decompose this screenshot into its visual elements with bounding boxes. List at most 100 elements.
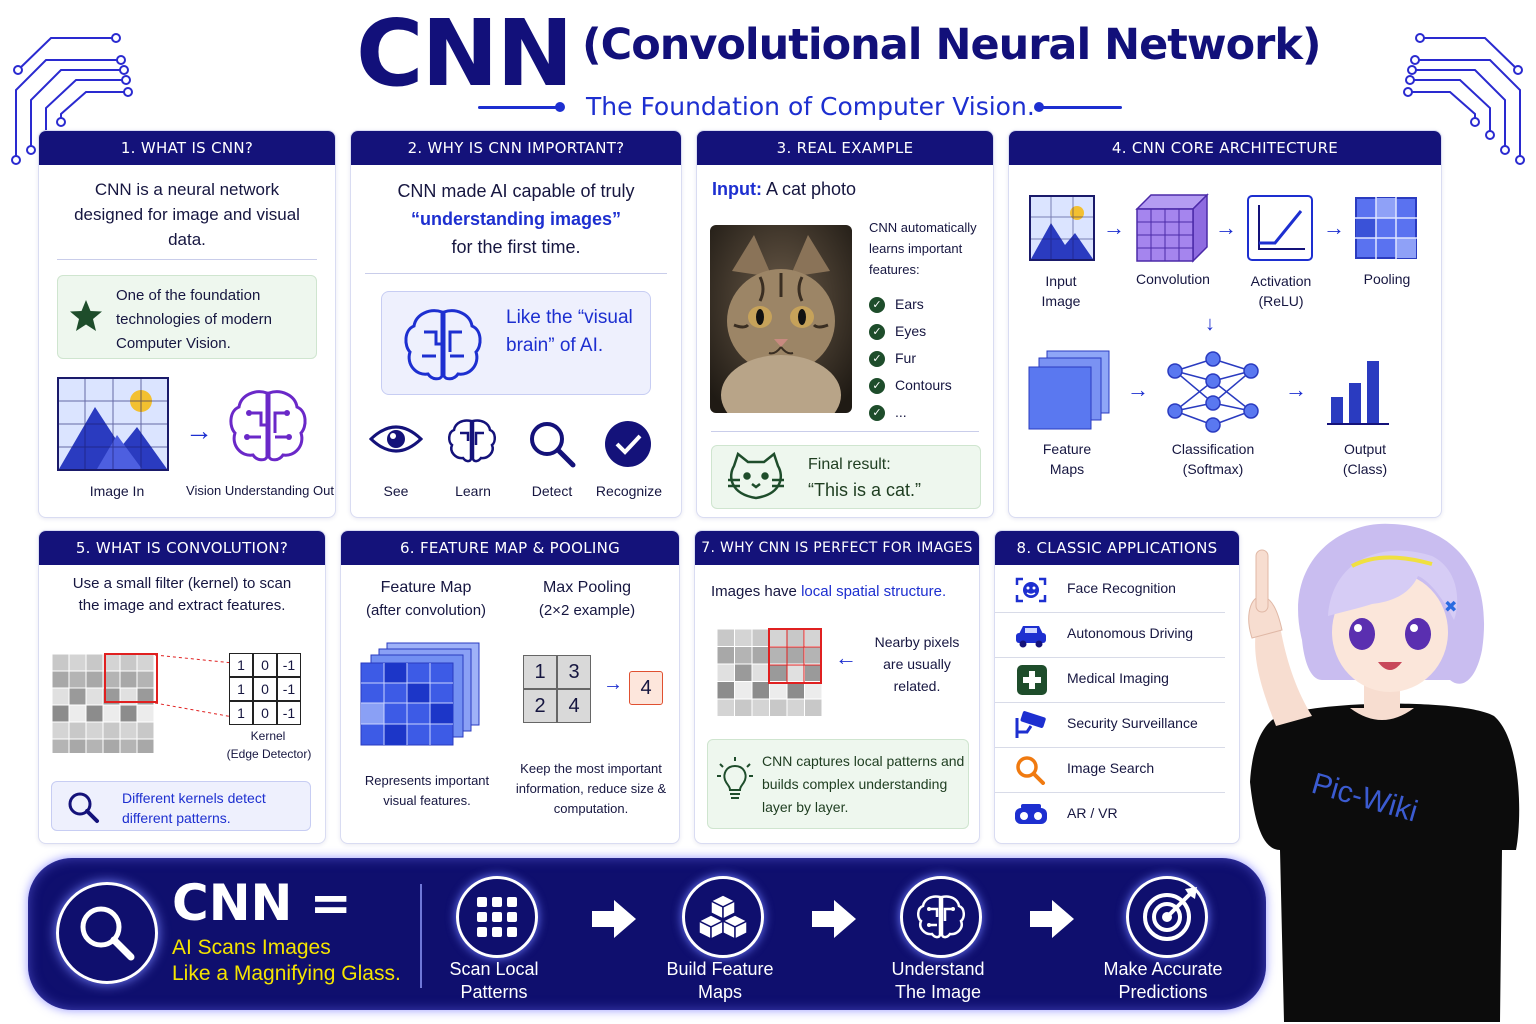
card-real-example: 3. REAL EXAMPLE Input: A cat photo CNN a… xyxy=(696,130,994,518)
vision-out-label: Vision Understanding Out xyxy=(186,483,334,498)
check-icon: ✓ xyxy=(869,405,885,422)
lightbulb-icon xyxy=(717,757,753,799)
cctv-camera-icon xyxy=(1015,711,1046,738)
step-2-label: Build Feature Maps xyxy=(666,959,774,1002)
pixel-cell xyxy=(85,704,104,723)
brain-chip-icon xyxy=(917,895,965,939)
pixel-cell xyxy=(786,646,805,665)
input-value: A cat photo xyxy=(766,179,857,199)
pixel-cell xyxy=(68,721,87,740)
pixel-cell xyxy=(769,646,788,665)
feature-ears: ✓Ears xyxy=(869,291,989,318)
spatial-structure-text: Images have local spatial structure. xyxy=(711,583,947,600)
card-title: 6. FEATURE MAP & POOLING xyxy=(341,531,679,565)
app-medical-imaging: Medical Imaging xyxy=(995,657,1225,703)
search-icon xyxy=(68,792,99,823)
tagline-dot-right xyxy=(1034,102,1044,112)
importance-line-1: CNN made AI capable of truly xyxy=(397,181,635,201)
label-pooling: Pooling xyxy=(1363,271,1411,287)
pixel-cell xyxy=(85,738,104,753)
label-input-image: Input Image xyxy=(1041,273,1081,309)
card-title: 3. REAL EXAMPLE xyxy=(697,131,993,165)
max-pooling-sub: (2×2 example) xyxy=(538,602,636,619)
check-icon: ✓ xyxy=(869,351,885,368)
final-value: “This is a cat.” xyxy=(808,480,922,500)
car-icon xyxy=(1016,626,1046,648)
action-see: See xyxy=(383,483,409,499)
arrow-right-icon: → xyxy=(1285,377,1307,402)
page-subtitle: (Convolutional Neural Network) xyxy=(582,20,1322,70)
applications-list: Face Recognition Autonomous Driving Medi… xyxy=(995,567,1239,841)
tagline-dot-left xyxy=(555,102,565,112)
summary-banner: CNN = AI Scans Images Like a Magnifying … xyxy=(28,858,1266,1010)
final-result-box: Final result: “This is a cat.” xyxy=(711,445,981,509)
card-what-is-cnn: 1. WHAT IS CNN? CNN is a neural network … xyxy=(38,130,336,518)
arrow-right-icon xyxy=(1030,900,1074,938)
pixel-cell xyxy=(769,698,788,717)
card-what-is-convolution: 5. WHAT IS CONVOLUTION? Use a small filt… xyxy=(38,530,326,844)
bar-chart-icon xyxy=(1327,361,1389,425)
pixel-cell xyxy=(68,738,87,753)
app-autonomous-driving: Autonomous Driving xyxy=(995,612,1225,658)
card-core-architecture: 4. CNN CORE ARCHITECTURE → → → Input Ima… xyxy=(1008,130,1442,518)
pixel-cell xyxy=(751,663,770,682)
pixel-cell xyxy=(786,628,805,647)
pooling-result: 4 xyxy=(629,671,663,705)
pooling-grid-icon xyxy=(1355,197,1417,259)
page-title: CNN xyxy=(356,0,574,107)
checkmark-badge-icon xyxy=(605,421,651,467)
pixel-cell xyxy=(68,653,87,672)
kernel-note: Different kernels detect different patte… xyxy=(122,790,266,826)
arrow-right-icon: → xyxy=(185,415,213,446)
target-icon xyxy=(1143,887,1197,941)
convolution-cube-icon xyxy=(1135,193,1209,263)
card-title: 5. WHAT IS CONVOLUTION? xyxy=(39,531,325,565)
search-icon xyxy=(1016,756,1045,785)
highlight-box: One of the foundation technologies of mo… xyxy=(57,275,317,359)
anime-mascot-illustration: ✖ Pic-Wiki xyxy=(1248,523,1520,1022)
action-recognize: Recognize xyxy=(595,483,663,499)
eye-icon xyxy=(369,425,423,453)
card-feature-map-pooling: 6. FEATURE MAP & POOLING Feature Map (af… xyxy=(340,530,680,844)
brain-icon xyxy=(448,419,496,463)
pixel-cell xyxy=(734,698,753,717)
pixel-cell xyxy=(804,681,823,700)
brain-icon xyxy=(229,390,307,462)
input-pixel-grid xyxy=(51,653,158,753)
step-2-circle xyxy=(682,876,764,958)
pixel-cell xyxy=(85,653,104,672)
pixel-cell xyxy=(136,738,155,753)
circuit-decoration-left xyxy=(11,33,133,165)
circuit-decoration-right xyxy=(1403,33,1525,165)
check-icon: ✓ xyxy=(869,378,885,395)
pixel-cell xyxy=(119,653,138,672)
banner-divider xyxy=(420,884,422,988)
grid-scan-icon xyxy=(477,897,517,937)
arrow-right-icon xyxy=(812,900,856,938)
pixel-cell xyxy=(51,687,70,706)
cat-photo xyxy=(710,225,852,413)
vr-headset-icon xyxy=(1015,804,1047,824)
pixel-cell xyxy=(769,628,788,647)
feature-list: ✓Ears ✓Eyes ✓Fur ✓Contours ✓... xyxy=(869,291,989,426)
step-3-circle xyxy=(900,876,982,958)
search-icon xyxy=(530,422,576,468)
visual-brain-box: Like the “visual brain” of AI. xyxy=(381,291,651,395)
banner-line-2: Like a Magnifying Glass. xyxy=(172,962,401,985)
local-patterns-text: CNN captures local patterns and builds c… xyxy=(762,753,965,815)
pixel-cell xyxy=(769,681,788,700)
medical-cross-icon xyxy=(1017,665,1047,695)
pixel-cell xyxy=(717,663,735,682)
final-label: Final result: xyxy=(808,456,891,473)
arrow-right-icon: → xyxy=(1215,215,1237,240)
activation-graph-icon xyxy=(1247,195,1313,261)
kernel-label: Kernel xyxy=(250,729,286,743)
pixel-cell xyxy=(717,646,735,665)
importance-line-3: for the first time. xyxy=(451,237,581,257)
pixel-cell xyxy=(119,738,138,753)
pixel-cell xyxy=(786,681,805,700)
pixel-cell xyxy=(85,670,104,689)
pixel-cell xyxy=(102,738,121,753)
label-output: Output (Class) xyxy=(1342,441,1388,477)
check-icon: ✓ xyxy=(869,297,885,314)
